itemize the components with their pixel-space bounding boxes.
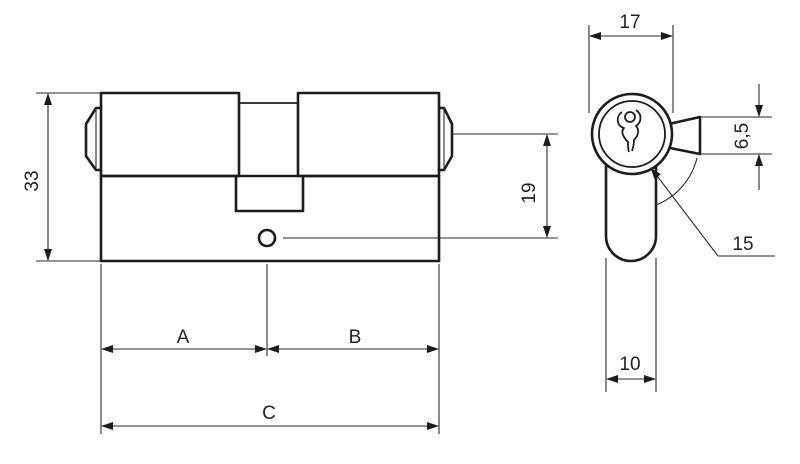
cam (658, 115, 702, 156)
left-key-face (84, 106, 103, 172)
label-b: B (349, 327, 362, 348)
center-bridge (238, 102, 299, 177)
cam-slot (234, 174, 305, 213)
front-view (590, 92, 702, 263)
label-33: 33 (22, 170, 43, 191)
left-plug-housing (99, 91, 241, 178)
right-plug-housing (296, 91, 441, 178)
dimension-radius-15: 15 (650, 167, 775, 257)
label-6-5: 6,5 (732, 123, 753, 149)
label-a: A (177, 327, 190, 348)
label-17: 17 (619, 12, 640, 33)
face-inner-ring (598, 100, 666, 168)
cam-swing-arc (655, 157, 698, 206)
dimension-cam-6-5: 6,5 (700, 84, 772, 190)
fixing-screw-hole (257, 228, 277, 248)
front-body-profile (604, 163, 658, 263)
dimension-width-17: 17 (588, 12, 674, 113)
label-10: 10 (619, 354, 640, 375)
label-15: 15 (732, 234, 753, 255)
label-19: 19 (519, 182, 540, 203)
dimension-lengths: A B C (100, 264, 440, 434)
dimension-width-10: 10 (605, 258, 657, 392)
keyway-icon (616, 109, 642, 153)
dimension-offset-19: 19 (283, 133, 558, 239)
label-c: C (262, 403, 276, 424)
right-key-face (437, 106, 454, 172)
cylinder-body (99, 174, 441, 263)
side-view (84, 91, 454, 263)
dimension-height-33: 33 (22, 92, 101, 262)
face-outer-ring (590, 92, 674, 176)
